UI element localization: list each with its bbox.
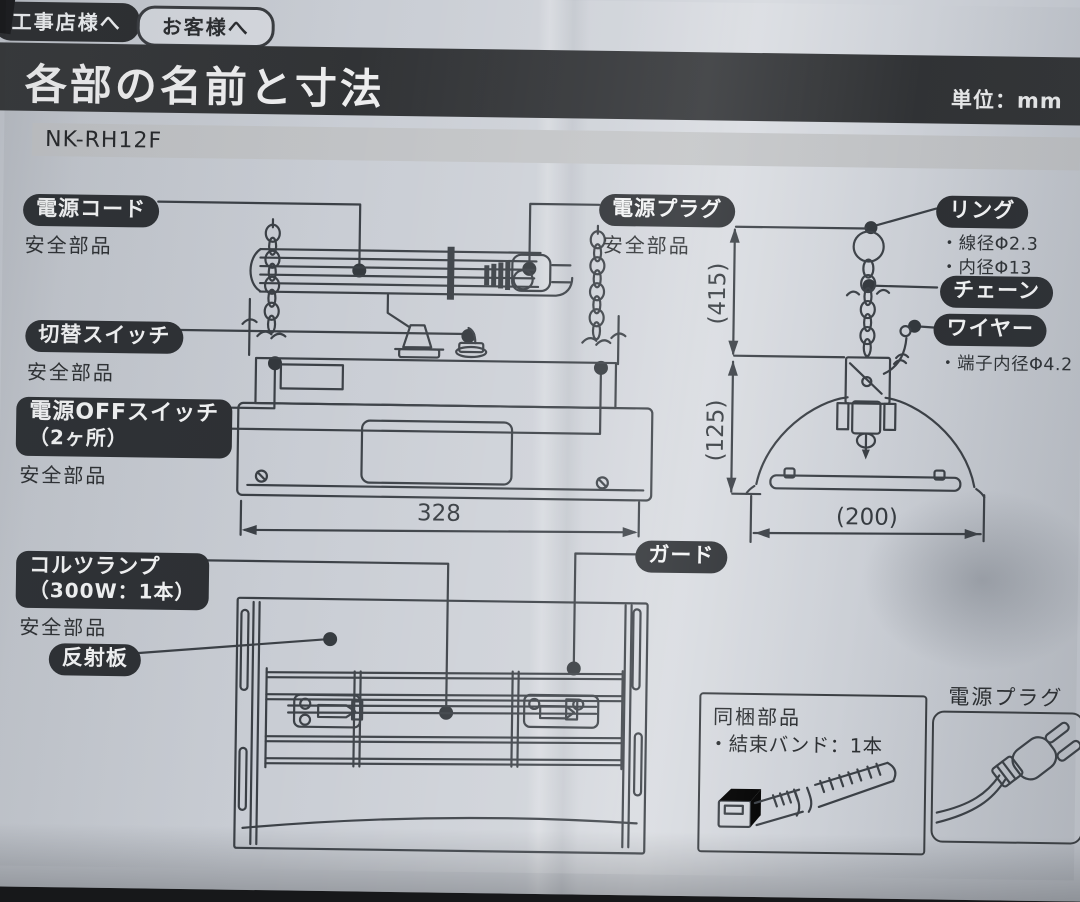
unit-label: 単位：mm xyxy=(951,84,1063,116)
label-quartz-lamp: コルツランプ （300W：1本） xyxy=(16,551,210,610)
page-title: 各部の名前と寸法 xyxy=(24,51,385,117)
label-ring: リング xyxy=(936,196,1028,229)
note-power-plug: 安全部品 xyxy=(602,229,690,259)
spec-wire-1: ・端子内径Φ4.2 xyxy=(939,350,1073,377)
model-number-bar: NK-RH12F xyxy=(32,123,1080,171)
label-reflector: 反射板 xyxy=(49,643,141,676)
note-power-cord: 安全部品 xyxy=(24,229,112,259)
dimension-body-height: (125) xyxy=(703,401,730,461)
selector-switch-drawing xyxy=(387,295,487,358)
plug-box xyxy=(930,711,1080,845)
label-quartz-lamp-line2: （300W：1本） xyxy=(29,578,196,604)
label-wire: ワイヤー xyxy=(933,313,1047,346)
label-power-cord: 電源コード xyxy=(23,194,159,228)
audience-badge-customer: お客様へ xyxy=(136,5,275,48)
dimension-overall-width: 328 xyxy=(407,500,471,527)
note-power-off-switch: 安全部品 xyxy=(19,459,107,489)
label-power-off-switch-line2: （2ヶ所） xyxy=(29,425,128,450)
hanger-box-and-wire xyxy=(845,325,910,404)
shade-drawing xyxy=(746,396,985,497)
spec-ring-1: ・線径Φ2.3 xyxy=(941,230,1039,256)
label-power-off-switch: 電源OFFスイッチ （2ヶ所） xyxy=(16,397,233,459)
included-parts-box: 同梱部品 ・結束バンド：1本 xyxy=(697,692,927,855)
plug-box-title: 電源プラグ xyxy=(948,681,1063,713)
label-quartz-lamp-line1: コルツランプ xyxy=(29,553,161,579)
audience-badge-installer: 工事店様へ xyxy=(0,1,140,42)
leader-lines xyxy=(155,199,610,434)
note-selector-switch: 安全部品 xyxy=(27,356,115,386)
label-chain: チェーン xyxy=(940,276,1053,309)
page-content: 工事店様へ お客様へ 各部の名前と寸法 単位：mm NK-RH12F 電源コード… xyxy=(0,0,1080,880)
included-parts-item: ・結束バンド：1本 xyxy=(709,727,883,758)
chain-left-icon xyxy=(242,219,287,356)
label-power-plug: 電源プラグ xyxy=(599,194,735,228)
label-selector-switch: 切替スイッチ xyxy=(25,320,183,354)
dimension-suspension-height: (415) xyxy=(705,264,732,324)
note-quartz-lamp: 安全部品 xyxy=(19,611,107,641)
label-guard: ガード xyxy=(635,540,727,573)
bottom-view-drawing xyxy=(124,536,689,874)
dimension-shade-width: (200) xyxy=(835,504,899,531)
included-parts-title: 同梱部品 xyxy=(713,700,801,730)
ring-icon xyxy=(853,231,884,277)
label-power-off-switch-line1: 電源OFFスイッチ xyxy=(29,399,219,427)
section-header-bar: 各部の名前と寸法 単位：mm xyxy=(0,42,1080,126)
